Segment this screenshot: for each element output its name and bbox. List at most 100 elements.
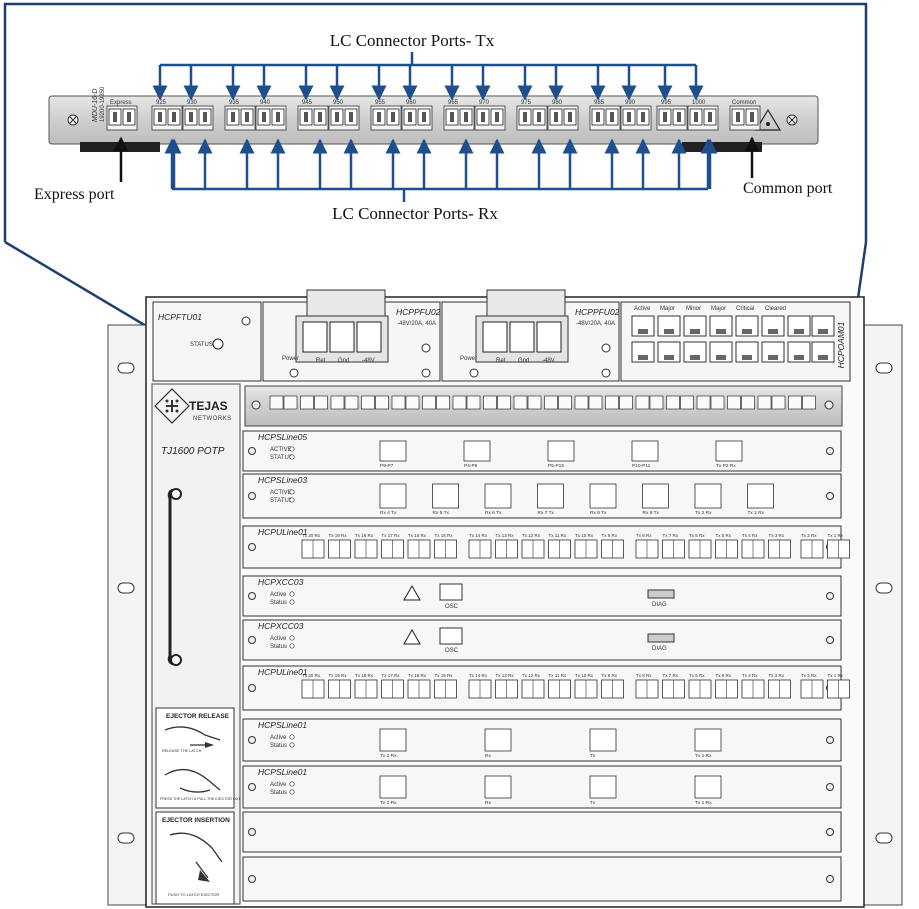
lc-port-pair xyxy=(687,105,719,131)
slot-mark: Tx xyxy=(590,753,596,759)
lc-port-tag: 935 xyxy=(229,100,240,106)
mini-lc-port xyxy=(605,395,633,410)
express-port-label: Express port xyxy=(34,186,115,203)
slot-lc-port xyxy=(434,539,457,559)
slot-lc-port xyxy=(328,679,351,699)
top-card-pfu-a: HCPPFU02 -48V/20A, 40A Ret Gnd -48V Powe… xyxy=(262,289,441,382)
slot-led-label: Status xyxy=(270,600,287,606)
slot-lc-port xyxy=(635,539,659,559)
lc-port-tag: 990 xyxy=(625,100,636,106)
mini-lc-port xyxy=(513,395,542,410)
oam-header: Active xyxy=(634,306,651,312)
slot-led-label: Status xyxy=(270,644,287,650)
mini-lc-port xyxy=(300,395,328,410)
slot-mark: Rx 9 Tx xyxy=(643,510,660,516)
slot-card-name: HCPSLine03 xyxy=(258,475,307,485)
slot-port-tag: Tx 9 Rx xyxy=(602,533,618,538)
lc-port-tag: 975 xyxy=(521,100,532,106)
slot-port-tag: Tx 20 Rx xyxy=(302,673,321,678)
diag-label: DIAG xyxy=(652,602,667,608)
slot-mark: P5-P15 xyxy=(548,463,564,469)
slot-lc-port xyxy=(601,539,624,559)
pfu-a-power: Power xyxy=(282,356,299,362)
lc-port-pair xyxy=(620,105,652,131)
slot-lc-port xyxy=(548,679,571,699)
slot-lc-port xyxy=(662,679,685,699)
lc-port-tag: 970 xyxy=(479,100,490,106)
slot-port-tag: Tx 5 Rx xyxy=(716,533,732,538)
slot-mark: Tx 1 Rx xyxy=(695,753,712,759)
slot-port-tag: Tx 12 Rx xyxy=(522,533,541,538)
slot-port-tag: Tx 3 Rx xyxy=(769,673,785,678)
slot-port-tag: Tx 14 Rx xyxy=(469,533,488,538)
mini-lc-port xyxy=(361,395,389,410)
slot-port-tag: Tx 13 Rx xyxy=(496,673,515,678)
top-card-oam: Active Major Minor Major Critical Cleare… xyxy=(620,301,851,382)
express-lc-port xyxy=(106,105,138,131)
slot-port-tag: Tx 13 Rx xyxy=(496,533,515,538)
ftu-name: HCPFTU01 xyxy=(158,312,202,322)
slot-port-tag: Tx 11 Rx xyxy=(549,533,567,538)
brand-sub: NETWORKS xyxy=(193,416,232,422)
slot-lc-port xyxy=(548,539,571,559)
mini-mdu-ports xyxy=(269,395,816,410)
lc-port-pair xyxy=(516,105,548,131)
slot-lc-port xyxy=(434,679,457,699)
slot-port-tag: Tx 11 Rx xyxy=(549,673,567,678)
slot-mark: Tx 2 Rx xyxy=(695,510,712,516)
lc-port-pair xyxy=(656,105,688,131)
oam-rj45-jacks xyxy=(631,315,835,363)
slot-lc-port xyxy=(635,679,659,699)
lc-port-pair xyxy=(370,105,402,131)
chassis-model: TJ1600 POTP xyxy=(161,446,225,457)
slot-port-tag: Tx 2 Rx xyxy=(801,673,817,678)
rx-arrow-bus xyxy=(164,138,718,202)
top-card-ftu: HCPFTU01 STATUS xyxy=(152,301,262,382)
tx-arrow-bus xyxy=(152,52,704,101)
pfu-b-power: Power xyxy=(460,356,477,362)
slot-lc-port xyxy=(688,539,712,559)
slot-lc-port xyxy=(715,539,738,559)
lc-port-pair xyxy=(224,105,256,131)
slot-lc-port xyxy=(715,679,738,699)
slot-led-label: Active xyxy=(270,782,287,788)
slot-port-tag: Tx 2 Rx xyxy=(801,533,817,538)
slot-port-tag: Tx 15 Rx xyxy=(435,533,454,538)
slot-port-tag: Tx 1 Rx xyxy=(828,673,844,678)
slot-port-tag: Tx 17 Rx xyxy=(382,673,401,678)
slot-lc-port xyxy=(601,679,624,699)
mini-lc-port xyxy=(422,395,450,410)
slot-lc-port xyxy=(574,539,598,559)
slot-card-name: HCPULine01 xyxy=(258,667,308,677)
lc-port-pair xyxy=(151,105,183,131)
slot-port-tag: Tx 6 Rx xyxy=(689,673,705,678)
rj45-jack xyxy=(811,315,835,337)
pfu-a-term-gnd: Gnd xyxy=(338,358,349,364)
lc-port-pair xyxy=(547,105,579,131)
lc-port-pair xyxy=(297,105,329,131)
slot-lc-port xyxy=(768,679,791,699)
common-tag: Common xyxy=(732,100,756,106)
rj45-jack xyxy=(787,315,811,337)
slot-port-tag: Tx 9 Rx xyxy=(602,673,618,678)
oam-header: Critical xyxy=(736,306,754,312)
pfu-a-term-48v: -48V xyxy=(362,358,375,364)
slot-lc-port xyxy=(381,679,404,699)
ejector-insertion-title: EJECTOR INSERTION xyxy=(162,817,230,824)
slot-port-tag: Tx 3 Rx xyxy=(769,533,785,538)
lc-port-pair xyxy=(328,105,360,131)
slot-port-tag: Tx 5 Rx xyxy=(716,673,732,678)
slot-mark: Rx 7 Tx xyxy=(538,510,555,516)
pfu-b-spec: -48V/20A, 40A xyxy=(576,321,615,327)
common-lc-port xyxy=(729,105,761,131)
top-card-pfu-b: HCPPFU02 -48V/20A, 40A Ret Gnd -48V Powe… xyxy=(441,289,620,382)
slot-lc-port xyxy=(741,539,765,559)
tejas-logo xyxy=(154,388,190,424)
lc-port-tag: 1000 xyxy=(692,100,706,106)
